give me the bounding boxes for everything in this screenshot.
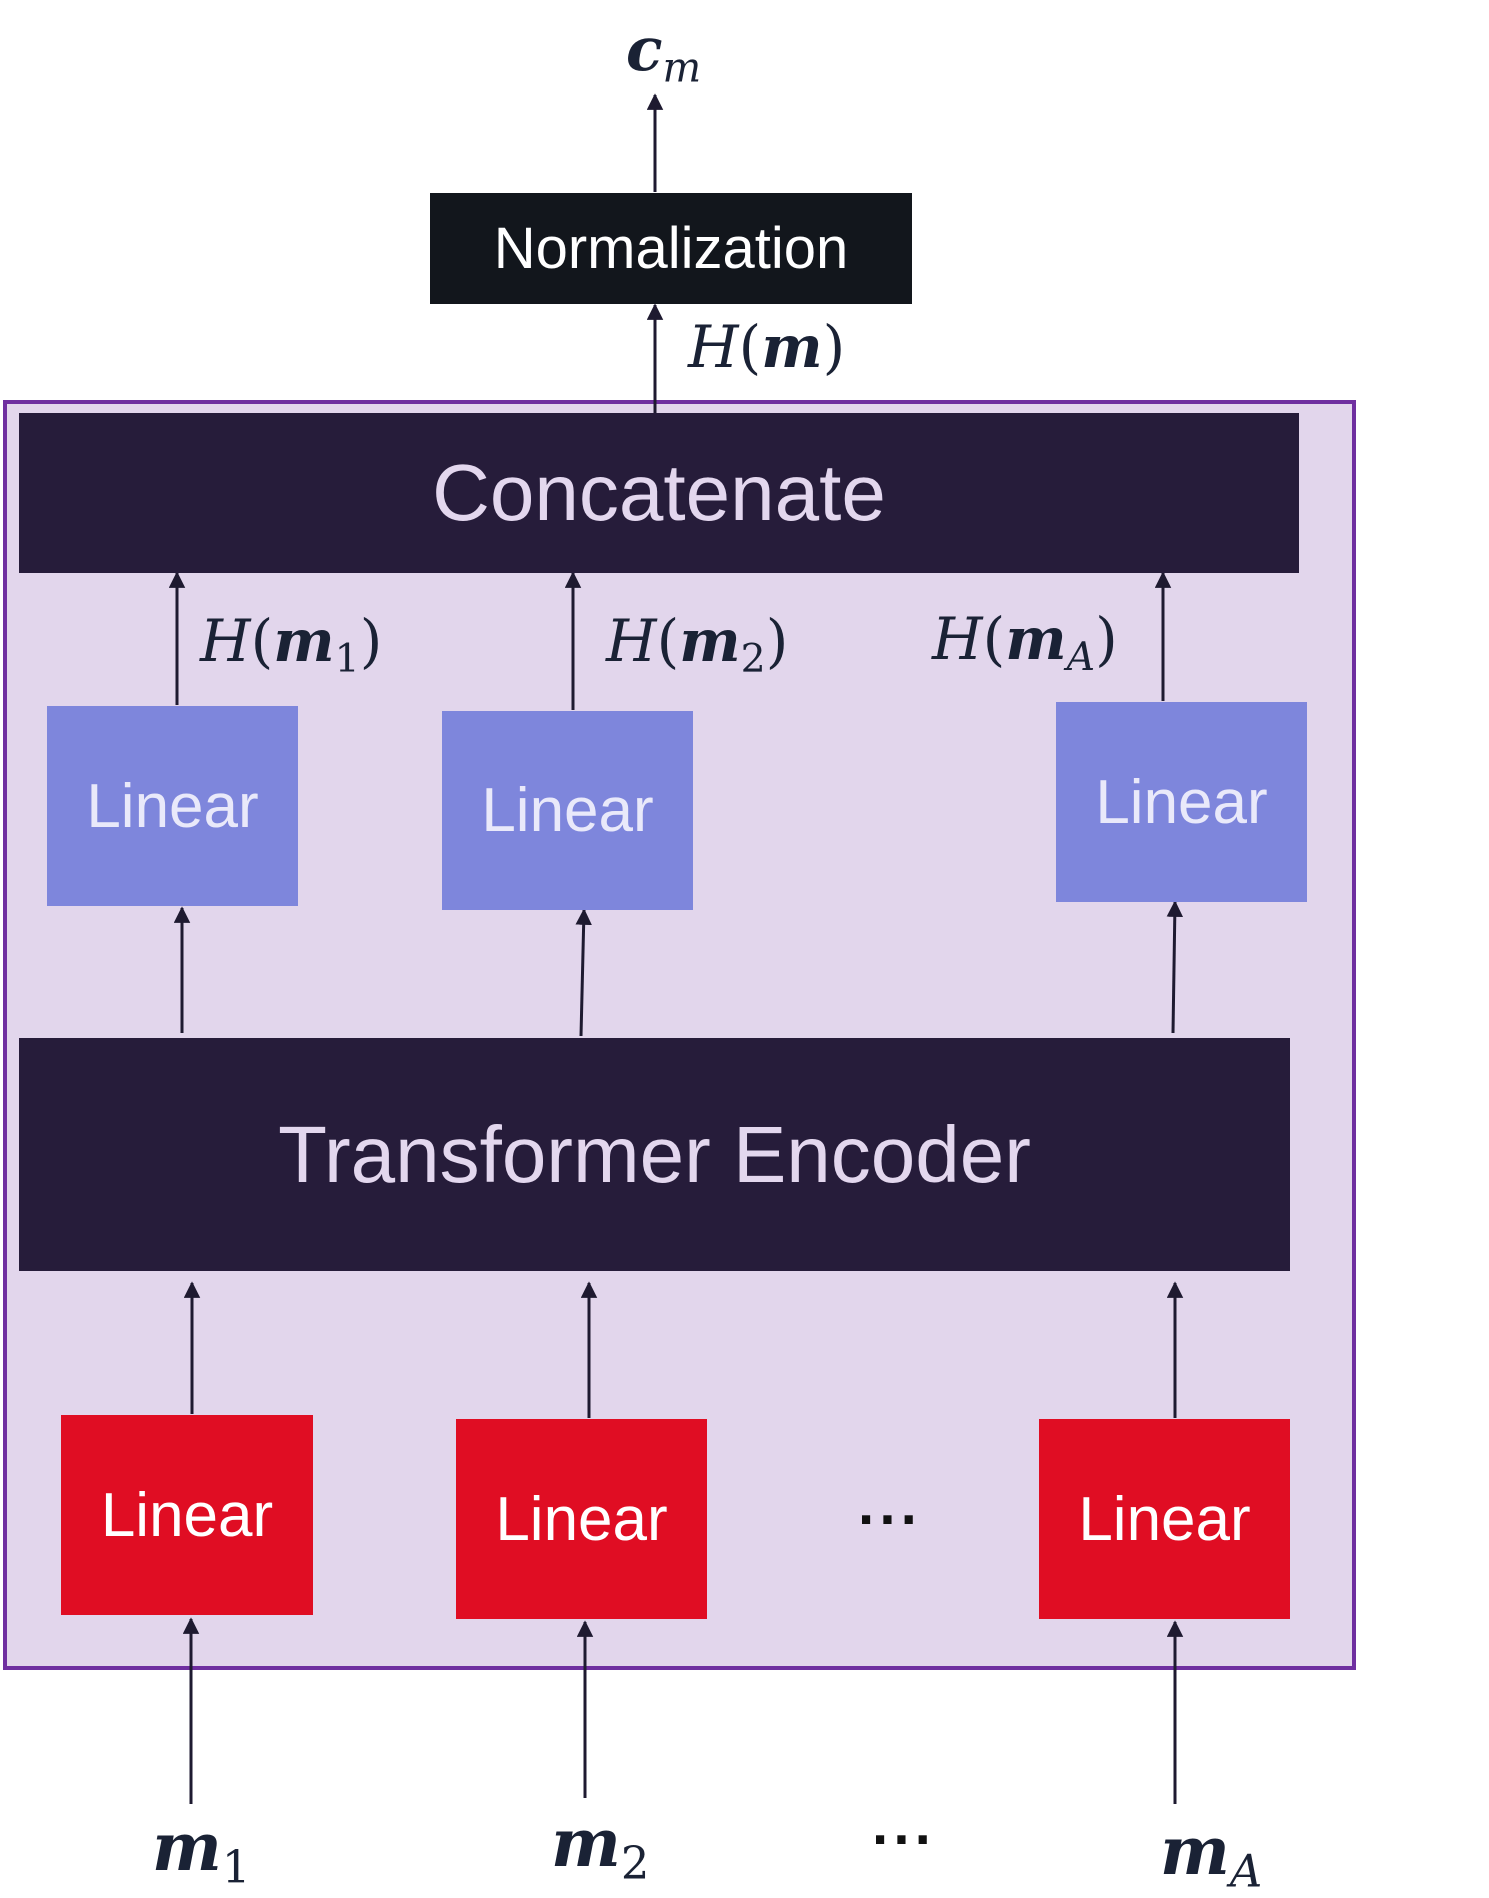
- output-label: cm: [626, 20, 701, 88]
- input-label-1: m1: [152, 1808, 251, 1894]
- arrow-encoder-to-linear-top-3: [1166, 900, 1184, 1034]
- ellipsis-bottom: ···: [872, 1807, 936, 1872]
- output-sub: m: [662, 43, 702, 92]
- normalization-label: Normalization: [493, 216, 849, 281]
- input-label-2: m2: [551, 1804, 650, 1890]
- linear-top-1: Linear: [47, 706, 298, 906]
- ellipsis-middle: ···: [858, 1487, 922, 1552]
- normalization-block: Normalization: [430, 193, 912, 304]
- h-output-label-2: H(m2): [606, 607, 789, 683]
- h-output-label-3: H(mA): [932, 605, 1118, 681]
- concatenate-label: Concatenate: [432, 448, 886, 537]
- input-label-3: mA: [1160, 1812, 1263, 1898]
- h-output-label: H(m): [688, 313, 846, 381]
- h-output-label-1: H(m1): [200, 607, 383, 683]
- linear-bottom-2: Linear: [456, 1419, 707, 1619]
- transformer-encoder-block: Transformer Encoder: [19, 1038, 1290, 1271]
- output-base: c: [626, 15, 663, 85]
- linear-bottom-1: Linear: [61, 1415, 313, 1615]
- concatenate-block: Concatenate: [19, 413, 1299, 573]
- linear-top-3: Linear: [1056, 702, 1307, 902]
- transformer-encoder-label: Transformer Encoder: [278, 1109, 1031, 1199]
- linear-bottom-3: Linear: [1039, 1419, 1290, 1619]
- linear-top-2: Linear: [442, 711, 693, 910]
- arrow-encoder-to-linear-top-2: [575, 908, 592, 1037]
